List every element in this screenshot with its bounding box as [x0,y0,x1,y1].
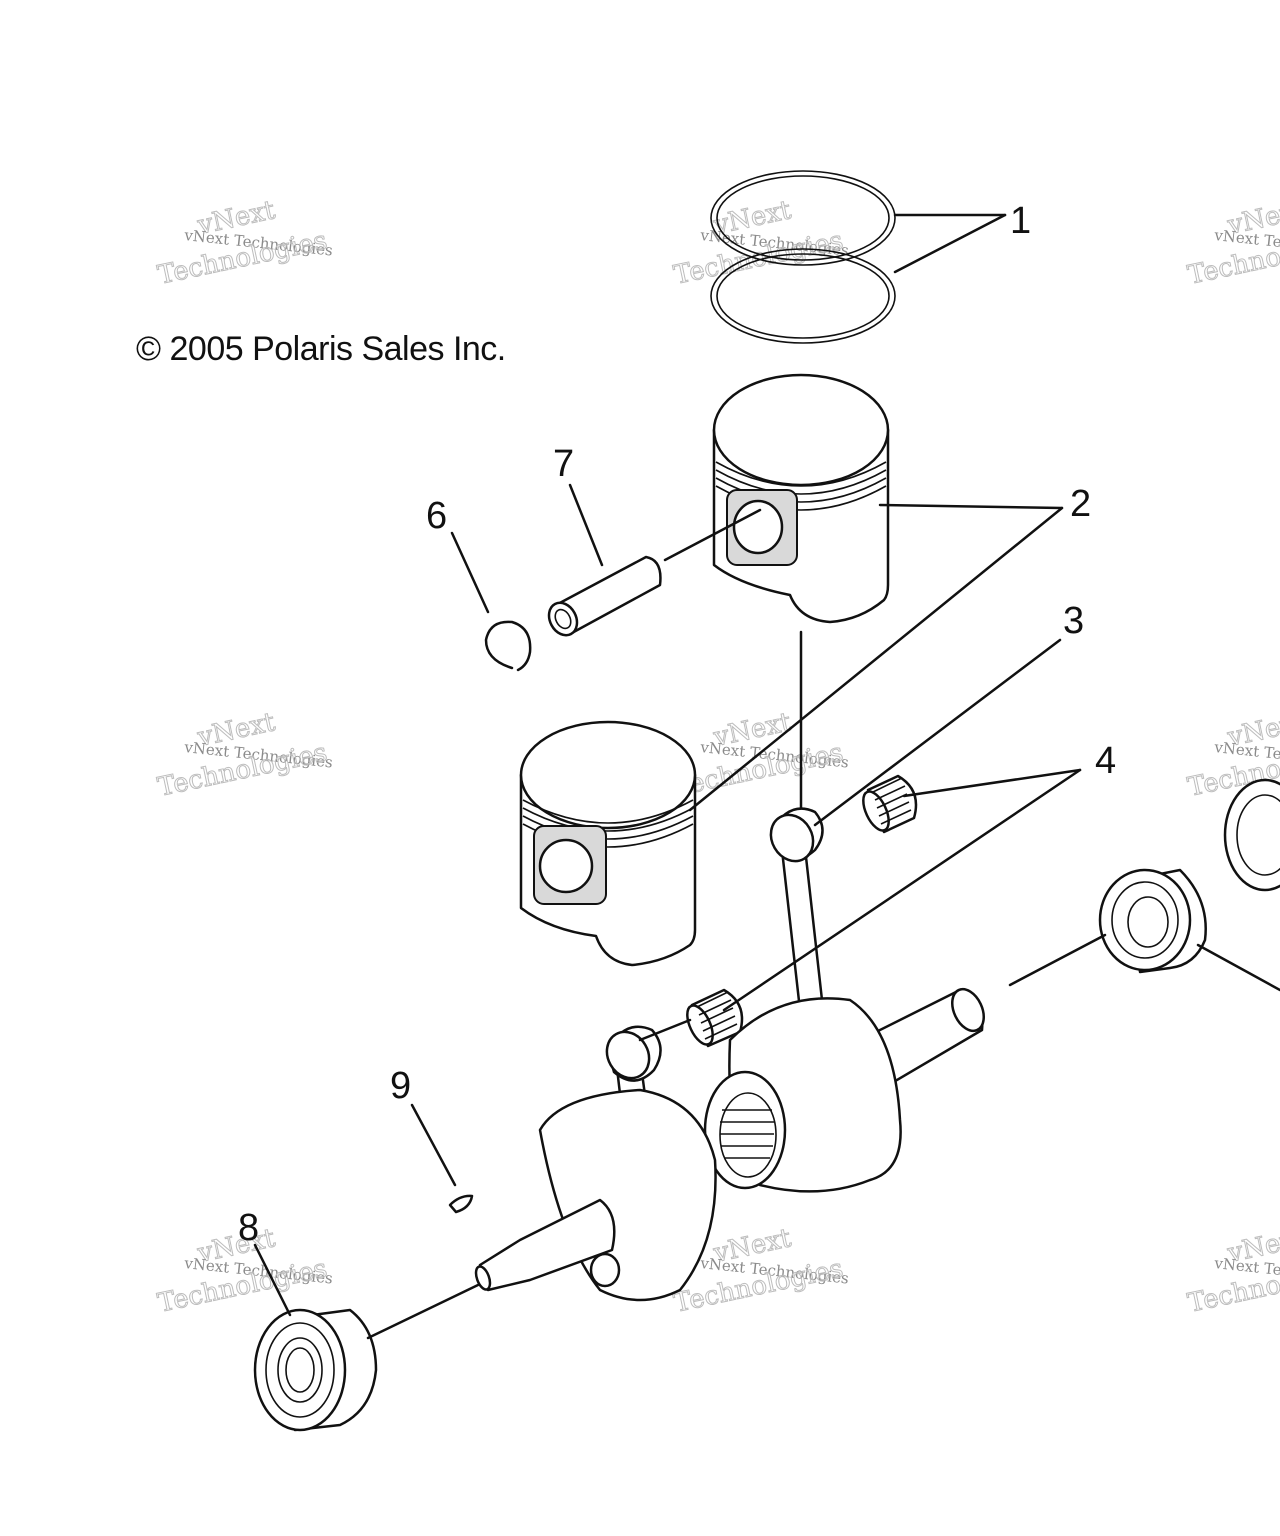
watermark: vNext vNext Technologies Technologies [155,195,334,292]
callout-3: 3 [1063,600,1084,642]
watermark: vNext vNext Technologies Technologies [155,707,334,804]
crankshaft [474,987,985,1302]
leader-lines [253,213,1280,1340]
piston-pin [547,555,662,637]
watermark: vNext vNext Technologies Technologies [1185,195,1280,292]
callout-4: 4 [1095,740,1116,782]
piston-upper [712,373,890,624]
callout-2: 2 [1070,483,1091,525]
callout-9: 9 [390,1065,411,1107]
piston-lower [519,720,697,967]
main-bearing-left [253,1308,378,1432]
callout-1: 1 [1010,200,1031,242]
watermark: vNext vNext Technologies Technologies [1185,1223,1280,1320]
callout-6: 6 [426,495,447,537]
woodruff-key [448,1194,474,1214]
needle-bearing-upper [862,774,918,834]
watermark: vNext vNext Technologies Technologies [671,707,850,804]
callout-7: 7 [553,443,574,485]
copyright-notice: © 2005 Polaris Sales Inc. [136,330,506,368]
callout-labels: 1 2 3 4 6 7 8 9 [238,200,1116,1249]
piston-rings [710,170,896,344]
connecting-rod-rear [769,807,824,1012]
main-bearing-right [1098,868,1207,974]
watermark: vNext vNext Technologies Technologies [671,195,850,292]
main-bearing-right-partial [1223,778,1280,892]
callout-8: 8 [238,1207,259,1249]
circlip [484,620,532,672]
